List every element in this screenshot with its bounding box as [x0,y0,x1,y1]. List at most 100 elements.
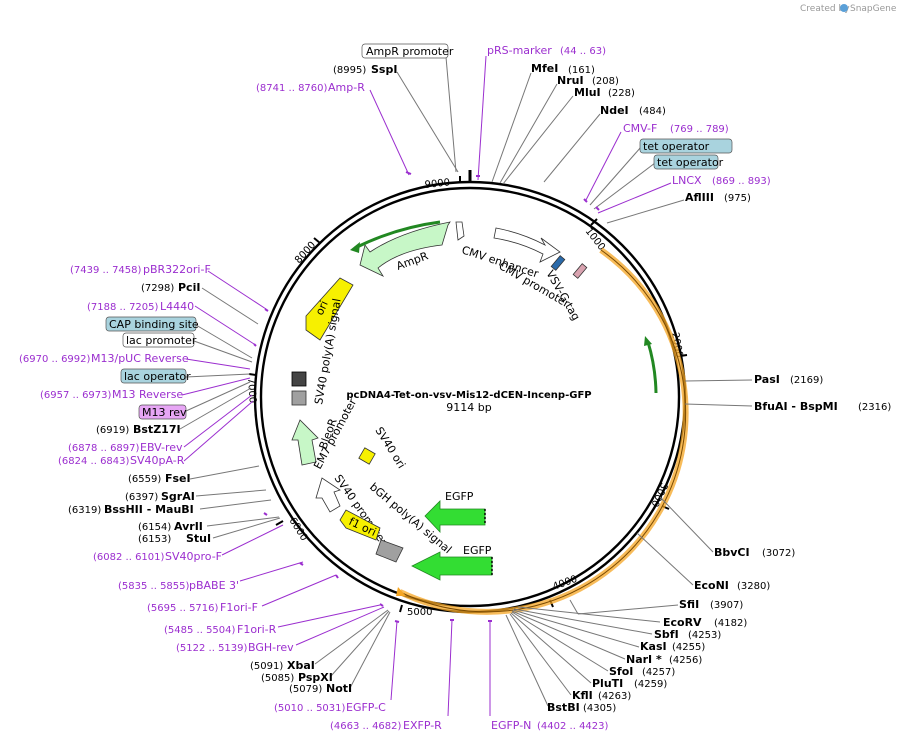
label-l4440: L4440 [160,300,194,313]
svg-text:(6878 .. 6897): (6878 .. 6897) [68,443,140,454]
svg-text:(6824 .. 6843): (6824 .. 6843) [58,456,130,467]
label-sgrai: SgrAI [161,490,195,503]
svg-text:(6397): (6397) [125,492,158,503]
feature-ori: ori [305,277,354,341]
label-tet-operator-2: tet operator [657,156,724,169]
label-m13-reverse: M13 Reverse [112,388,183,401]
svg-text:(5010 .. 5031): (5010 .. 5031) [274,703,346,714]
label-exfp-r: EXFP-R [403,719,442,732]
tick-7000: 7000 [245,373,258,404]
tet-operator-box-1 [639,138,733,154]
label-pcii: PciI [178,281,200,294]
svg-text:(5835 .. 5855): (5835 .. 5855) [118,581,190,592]
label-sv40pa-r: SV40pA-R [130,454,185,467]
feature-egfp-1: EGFP [424,490,486,534]
svg-text:(6154): (6154) [138,522,171,533]
feature-egfp-2: EGFP [411,544,493,581]
svg-text:(6559): (6559) [128,474,161,485]
svg-text:(7298): (7298) [141,283,174,294]
label-pspxi: PspXI [298,671,333,684]
svg-text:(4256): (4256) [669,655,702,666]
svg-text:SV40 ori: SV40 ori [372,425,408,471]
svg-text:(975): (975) [724,193,751,204]
svg-text:(4263): (4263) [598,691,631,702]
svg-text:(3907): (3907) [710,600,743,611]
label-egfp-n: EGFP-N [491,719,531,732]
tick-8000: 8000 [293,237,321,266]
svg-text:9000: 9000 [424,177,450,191]
label-bsshii-maubi: BssHII - MauBI [104,503,194,516]
green-arc-arrowhead [644,336,652,346]
svg-text:8000: 8000 [293,240,318,266]
svg-text:(6082 .. 6101): (6082 .. 6101) [93,552,165,563]
svg-text:(4259): (4259) [634,679,667,690]
svg-text:(869 .. 893): (869 .. 893) [712,176,771,187]
svg-text:(6970 .. 6992): (6970 .. 6992) [19,354,91,365]
orange-arc-arrowhead [396,587,406,596]
label-sspi: SspI [371,63,397,76]
label-ampr-promoter: AmpR promoter [366,45,454,58]
svg-text:5000: 5000 [407,607,432,618]
svg-text:SV40 promoter: SV40 promoter [332,472,391,548]
svg-text:EGFP: EGFP [463,544,492,557]
label-mlui: MluI [574,86,601,99]
svg-text:(161): (161) [568,65,595,76]
label-tet-operator-1: tet operator [643,140,710,153]
tick-9000: 9000 [424,176,461,191]
svg-text:(7439 .. 7458): (7439 .. 7458) [70,265,142,276]
label-pbr322ori-f: pBR322ori-F [143,263,211,276]
label-stui: StuI [186,532,211,545]
svg-text:(44 .. 63): (44 .. 63) [560,46,606,57]
label-egfp-c: EGFP-C [346,701,386,714]
label-lac-promoter: lac promoter [126,334,197,347]
label-pasi: PasI [754,373,780,386]
brand-name: SnapGene [850,4,897,14]
svg-text:(5085): (5085) [261,673,294,684]
svg-text:(6319): (6319) [68,505,101,516]
label-amp-r: Amp-R [328,81,365,94]
label-econi: EcoNI [694,579,729,592]
label-bbvci: BbvCI [714,546,750,559]
label-bstbi: BstBI [547,701,580,714]
label-sbfi: SbfI [654,628,679,641]
label-m13-rev: M13 rev [142,406,187,419]
label-f1ori-f: F1ori-F [220,601,258,614]
label-lac-operator: lac operator [124,370,191,383]
label-kasi: KasI [640,640,667,653]
label-f1ori-r: F1ori-R [237,623,277,636]
svg-text:(3280): (3280) [737,581,770,592]
svg-text:(5091): (5091) [250,661,283,672]
svg-text:7000: 7000 [245,377,258,403]
svg-text:(4257): (4257) [642,667,675,678]
svg-text:(4402 .. 4423): (4402 .. 4423) [537,721,609,732]
label-sv40pro-f: SV40pro-F [165,550,222,563]
label-afliii: AflIII [685,191,714,204]
label-sfii: SfiI [679,598,699,611]
label-nari: NarI * [626,653,662,666]
label-mfei: MfeI [531,62,558,75]
orange-orf-arc-line [399,249,687,613]
right-labels: pRS-marker (44 .. 63) MfeI (161) NruI (2… [477,44,891,732]
label-bfuai-bspmi: BfuAI - BspMI [754,400,838,413]
label-bgh-rev: BGH-rev [248,641,294,654]
label-nrui: NruI [557,74,584,87]
tet-operator-box-2 [653,154,719,170]
ampr-promoter-box [361,43,449,59]
label-pbabe-3: pBABE 3' [189,579,239,592]
svg-text:(5122 .. 5139): (5122 .. 5139) [176,643,248,654]
label-m13-puc-reverse: M13/pUC Reverse [91,352,189,365]
label-noti: NotI [326,682,352,695]
plasmid-name: pcDNA4-Tet-on-vsv-Mis12-dCEN-Incenp-GFP [346,390,591,401]
svg-text:(6957 .. 6973): (6957 .. 6973) [40,390,112,401]
label-sfoi: SfoI [609,665,633,678]
label-ebv-rev: EBV-rev [140,441,183,454]
green-thin-arc [646,341,658,394]
label-prs-marker: pRS-marker [487,44,552,57]
svg-text:(4253): (4253) [688,630,721,641]
svg-text:(2169): (2169) [790,375,823,386]
snapgene-logo-icon [840,4,848,12]
brand-prefix: Created by [800,4,850,14]
svg-text:(769 .. 789): (769 .. 789) [670,124,729,135]
svg-text:(4663 .. 4682): (4663 .. 4682) [330,721,402,732]
